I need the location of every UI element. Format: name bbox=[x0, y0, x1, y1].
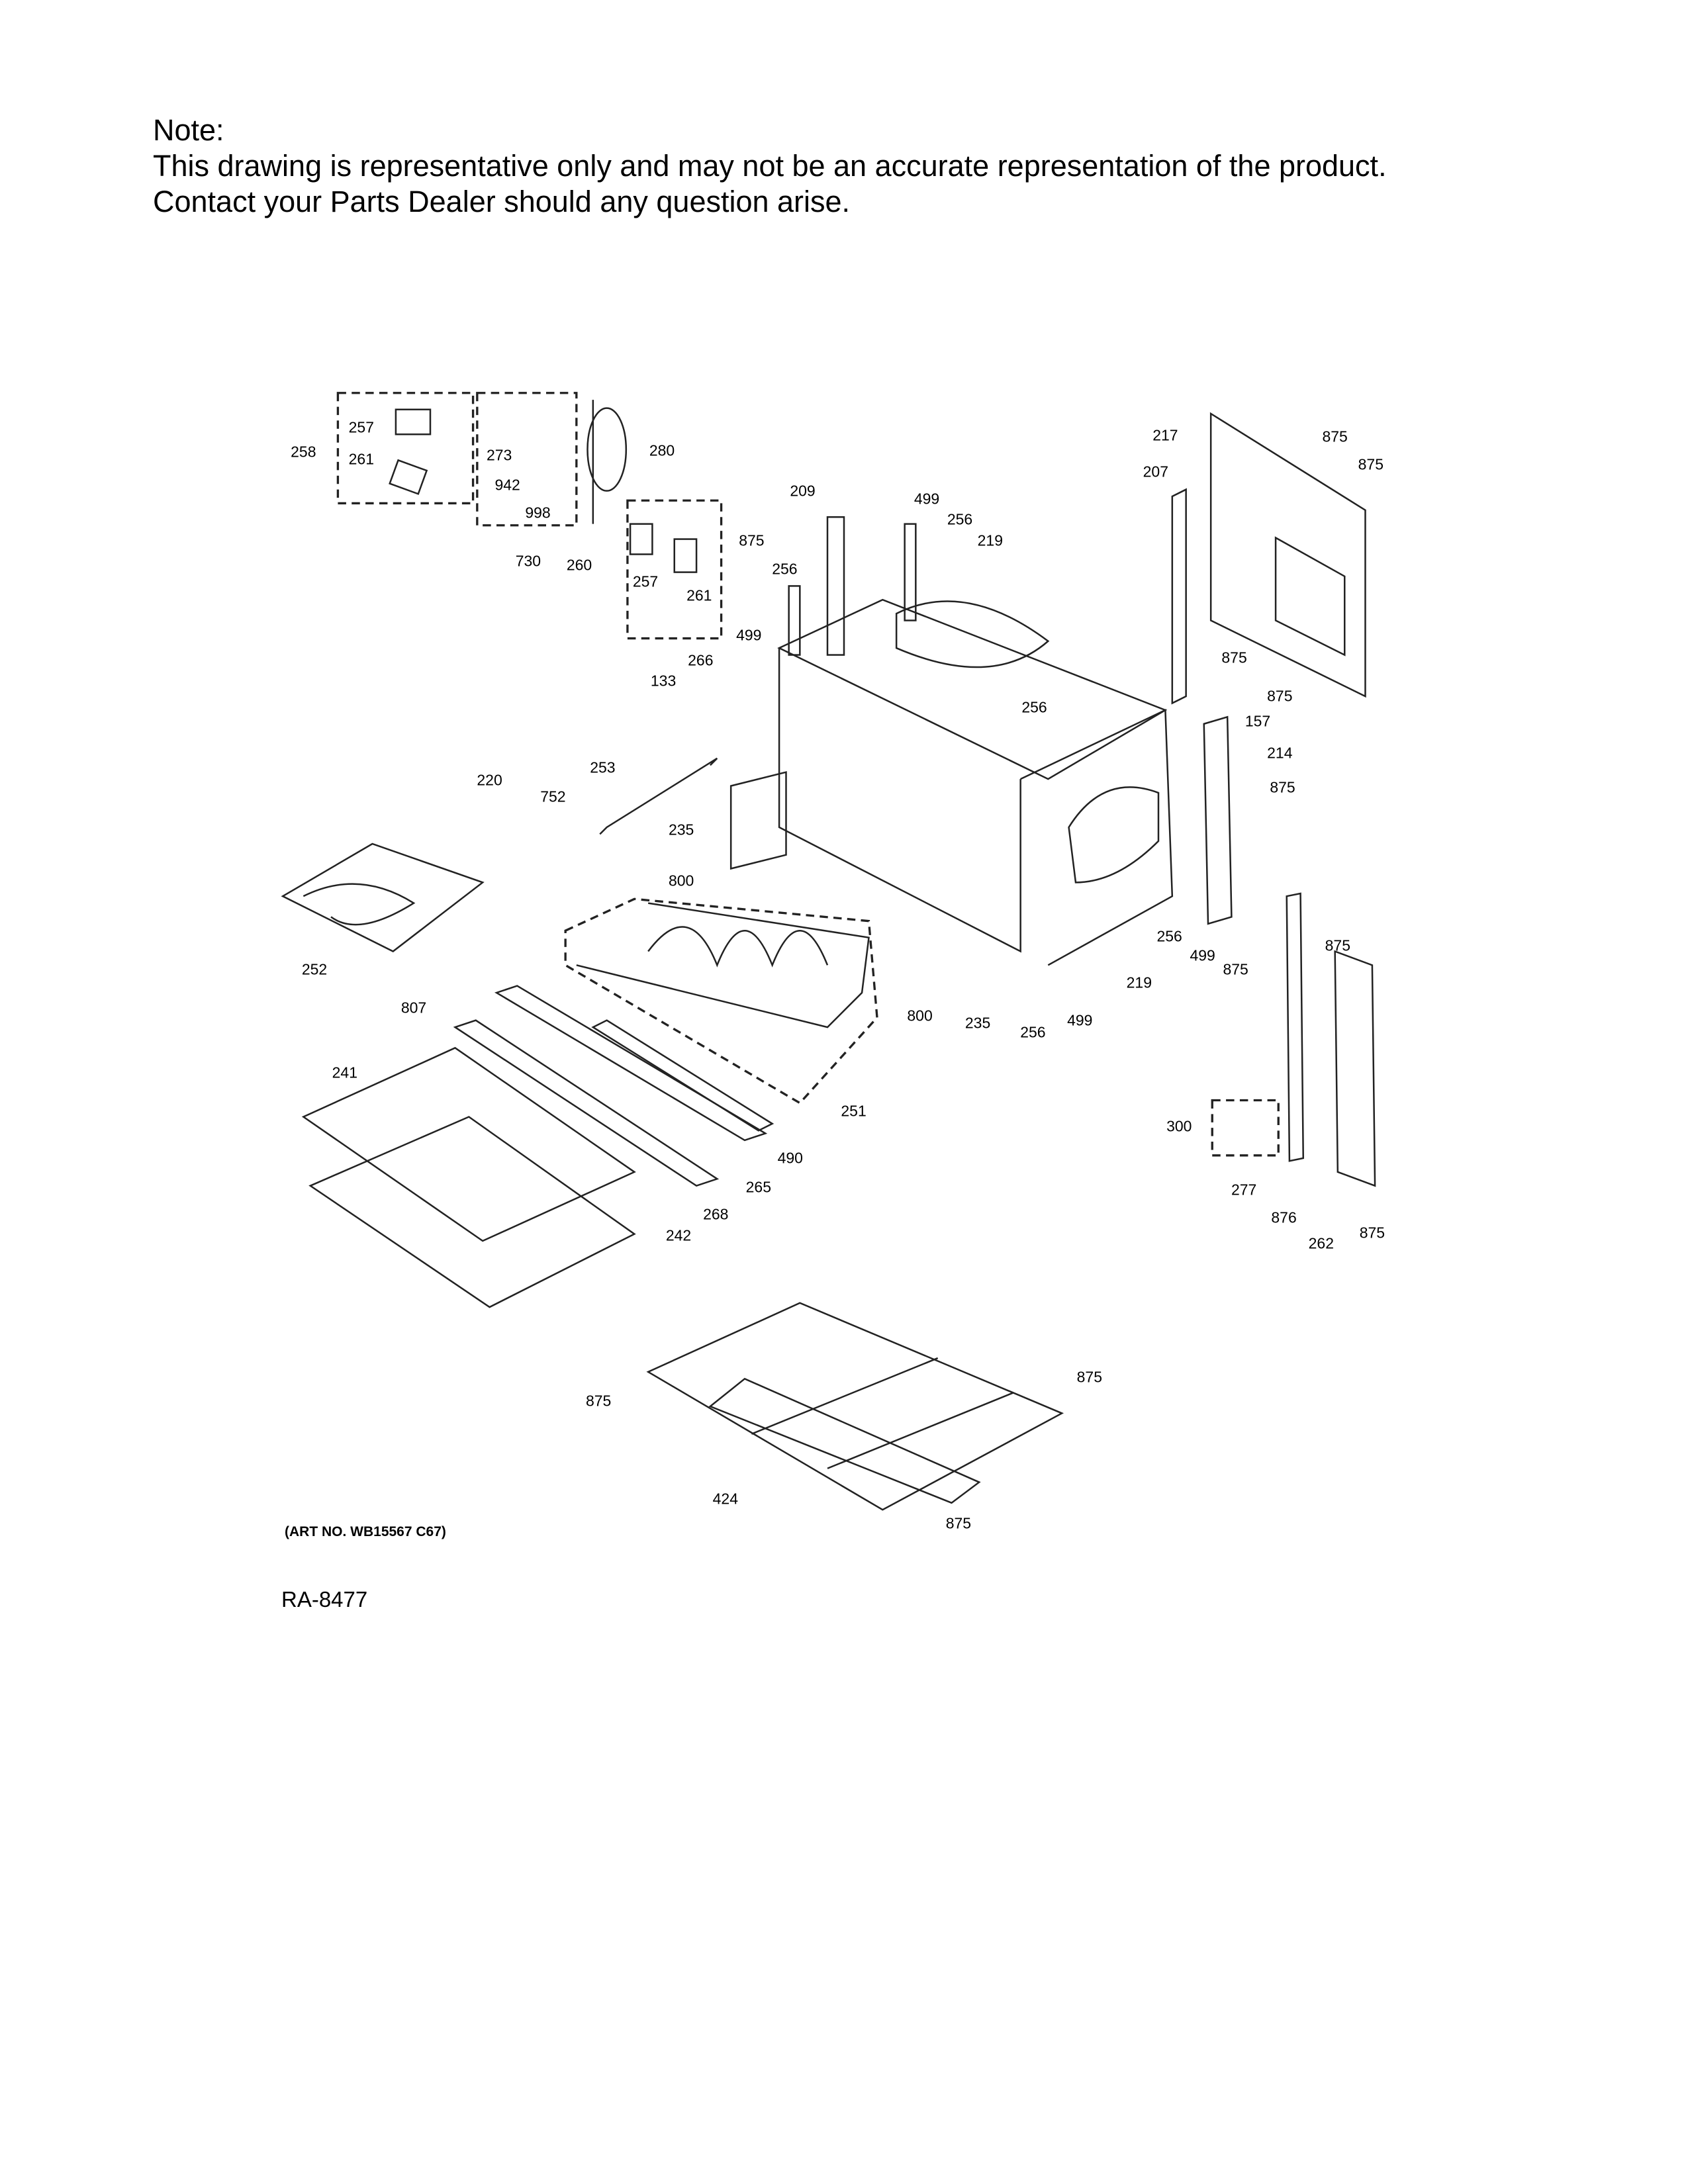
callout-label: 499 bbox=[736, 626, 762, 644]
callout-label: 262 bbox=[1308, 1234, 1335, 1252]
callout-label: 752 bbox=[540, 788, 566, 805]
callout-label: 261 bbox=[686, 586, 712, 604]
callout-label: 875 bbox=[739, 531, 765, 549]
trim-875 bbox=[1334, 950, 1376, 1187]
rail-262 bbox=[1286, 892, 1305, 1162]
art-number: (ART NO. WB15567 C67) bbox=[285, 1524, 446, 1539]
oven-rack-241 bbox=[301, 1046, 636, 1308]
callout-label: 875 bbox=[945, 1514, 972, 1532]
callout-label: 256 bbox=[1156, 927, 1182, 945]
callout-label: 256 bbox=[772, 560, 798, 578]
note-line-2: Contact your Parts Dealer should any que… bbox=[153, 185, 851, 218]
callout-label: 257 bbox=[348, 418, 375, 436]
kit-boxes bbox=[336, 392, 1280, 1157]
callout-label: 252 bbox=[301, 960, 328, 978]
callout-label: 266 bbox=[688, 651, 714, 669]
probe-253 bbox=[599, 757, 718, 835]
callout-label: 235 bbox=[668, 821, 694, 839]
callout-label: 220 bbox=[477, 771, 502, 789]
callout-label: 256 bbox=[1020, 1023, 1046, 1041]
callout-label: 499 bbox=[1190, 946, 1215, 964]
sensor-cable-icon bbox=[586, 407, 628, 492]
callout-label: 875 bbox=[1223, 960, 1248, 978]
callout-label: 424 bbox=[712, 1490, 739, 1508]
callout-label: 268 bbox=[703, 1205, 729, 1223]
callout-label: 875 bbox=[1322, 428, 1348, 445]
rail-490 bbox=[591, 1019, 774, 1132]
kit-box-260 bbox=[626, 499, 723, 640]
callout-label: 217 bbox=[1152, 426, 1178, 444]
callout-label: 800 bbox=[668, 872, 694, 889]
callout-label: 157 bbox=[1244, 712, 1271, 730]
callout-label: 257 bbox=[632, 572, 659, 590]
callout-label: 241 bbox=[332, 1064, 358, 1081]
callout-label: 800 bbox=[907, 1007, 933, 1024]
callout-label: 499 bbox=[1067, 1011, 1093, 1029]
broil-element bbox=[281, 842, 485, 952]
callout-label: 253 bbox=[590, 758, 616, 776]
callout-label: 875 bbox=[1267, 687, 1293, 705]
callout-label: 300 bbox=[1166, 1117, 1192, 1135]
rail-268 bbox=[453, 1019, 720, 1187]
callout-label: 280 bbox=[649, 441, 675, 459]
bottom-panel-424 bbox=[646, 1302, 1064, 1511]
callout-label: 875 bbox=[1358, 455, 1384, 473]
callout-label: 209 bbox=[790, 482, 816, 500]
oven-cavity bbox=[777, 516, 1174, 966]
callout-label: 133 bbox=[650, 672, 677, 690]
callout-label: 214 bbox=[1267, 744, 1293, 761]
callout-label: 875 bbox=[1076, 1368, 1103, 1386]
callout-label: 265 bbox=[745, 1178, 772, 1196]
callout-label: 730 bbox=[515, 552, 541, 570]
bake-element bbox=[576, 902, 870, 1028]
callout-label: 499 bbox=[914, 490, 940, 508]
kit-box-251 bbox=[564, 897, 878, 1105]
callout-label: 261 bbox=[348, 450, 375, 468]
callout-label: 273 bbox=[486, 446, 512, 463]
kit-box-300 bbox=[1211, 1099, 1280, 1157]
callout-label: 875 bbox=[1325, 936, 1351, 954]
note-heading: Note: bbox=[153, 113, 224, 147]
callout-label: 242 bbox=[665, 1226, 692, 1244]
control-module-icon bbox=[395, 408, 432, 435]
kit-box-258 bbox=[336, 392, 475, 505]
callout-label: 219 bbox=[1126, 974, 1152, 991]
callout-label: 277 bbox=[1231, 1181, 1257, 1199]
callout-label: 207 bbox=[1143, 463, 1169, 480]
note-line-1: This drawing is representative only and … bbox=[153, 149, 1387, 183]
callout-label: 875 bbox=[1221, 649, 1247, 666]
kit-box-730 bbox=[476, 392, 578, 527]
callout-label: 875 bbox=[585, 1392, 612, 1410]
callout-label: 219 bbox=[977, 531, 1004, 549]
callout-label: 260 bbox=[566, 556, 592, 574]
callout-label: 875 bbox=[1359, 1224, 1385, 1241]
callout-label: 807 bbox=[400, 999, 427, 1017]
callout-label: 251 bbox=[841, 1102, 867, 1120]
callout-label: 875 bbox=[1270, 778, 1295, 796]
callout-label: 490 bbox=[777, 1149, 803, 1167]
rear-panel bbox=[1209, 412, 1366, 698]
callout-label: 942 bbox=[494, 476, 520, 494]
callout-label: 235 bbox=[964, 1014, 991, 1032]
callout-label: 998 bbox=[525, 504, 551, 522]
bracket-icon bbox=[389, 459, 428, 495]
rail-265 bbox=[494, 985, 768, 1142]
callout-label: 256 bbox=[947, 510, 973, 528]
callout-label: 258 bbox=[291, 443, 316, 461]
callout-label: 876 bbox=[1271, 1208, 1297, 1226]
callout-label: 256 bbox=[1021, 698, 1047, 716]
side-strip-207 bbox=[1171, 488, 1187, 705]
drawing-id: RA-8477 bbox=[281, 1587, 368, 1612]
bracket-214 bbox=[1203, 715, 1233, 925]
